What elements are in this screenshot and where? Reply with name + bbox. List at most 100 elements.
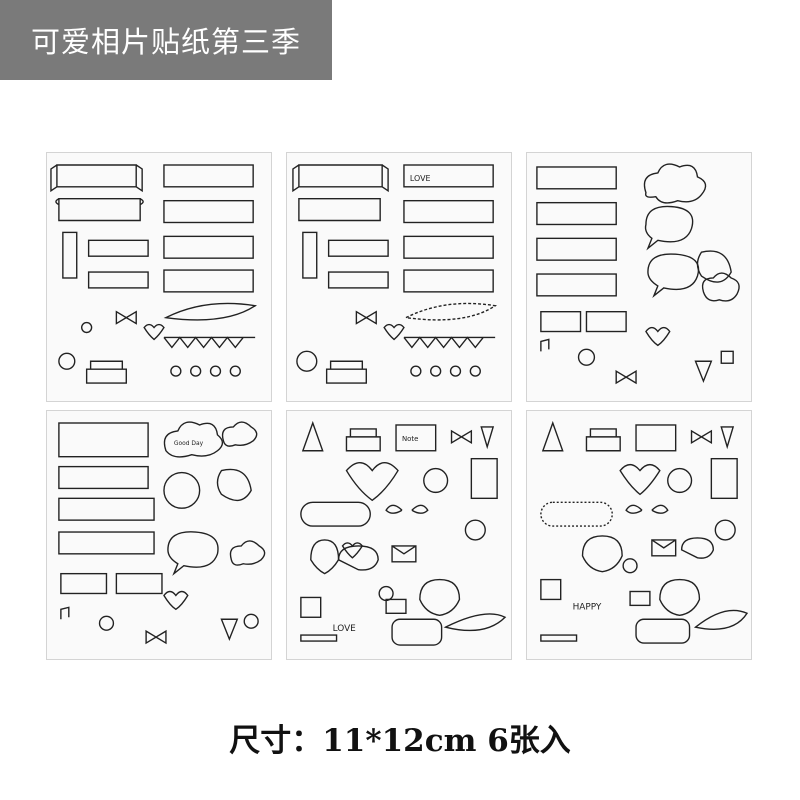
- party-hat-icon: [301, 420, 324, 452]
- sticker-sheets-grid: LOVE: [46, 152, 754, 662]
- balloon-icon: [581, 535, 623, 573]
- heart-icon: [645, 326, 671, 347]
- sticker-sheet-2: LOVE: [286, 152, 512, 402]
- speech-bubble-icon: [680, 537, 715, 559]
- label-box-icon: [536, 237, 617, 261]
- cloud-bubble-icon: [163, 421, 224, 458]
- sheet-1-artwork: [50, 164, 258, 384]
- bouquet-icon: [720, 426, 735, 450]
- label-box-icon: [163, 235, 254, 259]
- bookmark-tag-icon: [62, 231, 78, 279]
- leaf-bubble-icon: [216, 468, 252, 502]
- label-box-icon: [58, 497, 155, 521]
- label-box-icon: [87, 271, 149, 289]
- sheet-2-artwork: LOVE: [292, 164, 498, 384]
- envelope-icon: [651, 539, 677, 557]
- party-hat-icon: [541, 420, 564, 452]
- sticker-sheet-4: Good Day: [46, 410, 272, 660]
- bow-icon: [615, 369, 637, 385]
- bunting-icon: [163, 336, 256, 349]
- ribbon-banner-icon: [50, 164, 143, 193]
- sticker-sheet-5: Note LOVE: [286, 410, 512, 660]
- wings-icon: [385, 504, 429, 514]
- ice-cream-icon: [220, 618, 239, 641]
- cake-icon: [85, 360, 127, 384]
- balloon-icon: [419, 578, 461, 616]
- teardrop-bubble-icon: [693, 609, 749, 630]
- photo-frame-icon: [300, 596, 322, 618]
- cupcake-icon: [622, 558, 638, 574]
- cloud-bubble-icon: [229, 540, 266, 566]
- note-card-icon: [395, 424, 437, 452]
- note-card-icon: [635, 424, 677, 452]
- label-box-icon: [163, 269, 254, 293]
- sheet-6-artwork: HAPPY: [540, 420, 749, 644]
- label-box-icon: [163, 199, 254, 224]
- cat-icon: [163, 471, 201, 509]
- label-box-icon: [403, 235, 494, 259]
- dog-icon: [540, 634, 578, 642]
- cloud-face-icon: [423, 467, 449, 494]
- scroll-banner-icon: [55, 198, 144, 222]
- rounded-label-icon: [300, 501, 371, 527]
- smiley-icon: [449, 365, 462, 377]
- bow-icon: [115, 310, 137, 325]
- label-box-icon: [115, 572, 163, 595]
- dice-icon: [720, 350, 734, 364]
- smiley-icon: [469, 365, 481, 377]
- cake-icon: [345, 428, 381, 452]
- cupcake-icon: [58, 352, 76, 370]
- sticker-sheet-3: [526, 152, 752, 402]
- label-box-icon: [327, 271, 389, 289]
- speech-bubble-icon: [337, 545, 379, 571]
- note-card-icon: [470, 457, 498, 500]
- button-icon: [209, 365, 222, 377]
- label-box-icon: [536, 166, 617, 190]
- balloon-icon: [714, 519, 736, 541]
- sheet-label: LOVE: [333, 624, 357, 634]
- sheet-4-artwork: Good Day: [58, 421, 266, 645]
- title-banner: 可爱相片贴纸第三季: [0, 0, 332, 80]
- sheet-label: Note: [402, 435, 418, 443]
- label-box-icon: [87, 239, 149, 257]
- music-note-icon: [540, 338, 550, 352]
- label-box-icon: [403, 164, 494, 188]
- teardrop-bubble-icon: [443, 613, 507, 632]
- size-caption: 尺寸：11*12cm 6张入: [0, 712, 800, 762]
- cake-icon: [585, 428, 621, 452]
- dog-icon: [300, 634, 338, 642]
- envelope-icon: [391, 545, 417, 563]
- label-box-icon: [58, 422, 149, 458]
- cloud-face-icon: [667, 467, 693, 494]
- leaf-bubble-icon: [696, 250, 732, 283]
- balloon-icon: [464, 519, 486, 541]
- bouquet-icon: [480, 426, 495, 450]
- smiley-icon: [410, 365, 422, 377]
- flower-icon: [80, 321, 93, 334]
- camera-icon: [385, 598, 407, 614]
- heart-icon: [619, 463, 661, 496]
- photo-frame-icon: [540, 578, 562, 601]
- rounded-label-icon: [635, 618, 691, 644]
- balloon-icon: [659, 578, 701, 616]
- leaf-bubble-icon: [403, 302, 498, 321]
- cupcake-icon: [98, 615, 115, 631]
- label-box-icon: [585, 310, 627, 333]
- caption-text: 尺寸：11*12cm 6张入: [229, 722, 571, 759]
- rounded-label-icon: [540, 501, 613, 527]
- label-box-icon: [403, 269, 494, 293]
- rounded-label-icon: [391, 618, 443, 646]
- cloud-bubble-icon: [643, 163, 707, 204]
- cloud-bubble-icon: [701, 272, 740, 302]
- speech-bubble-icon: [647, 253, 700, 299]
- sticker-sheet-6: HAPPY: [526, 410, 752, 660]
- sheet-label: HAPPY: [573, 602, 602, 612]
- smiley-icon: [430, 365, 442, 377]
- label-box-icon: [60, 572, 108, 595]
- label-box-icon: [163, 164, 254, 188]
- speech-bubble-icon: [644, 205, 694, 251]
- label-box-icon: [536, 273, 617, 297]
- camera-icon: [629, 590, 651, 607]
- bow-icon: [450, 429, 473, 445]
- music-note-icon: [60, 606, 70, 620]
